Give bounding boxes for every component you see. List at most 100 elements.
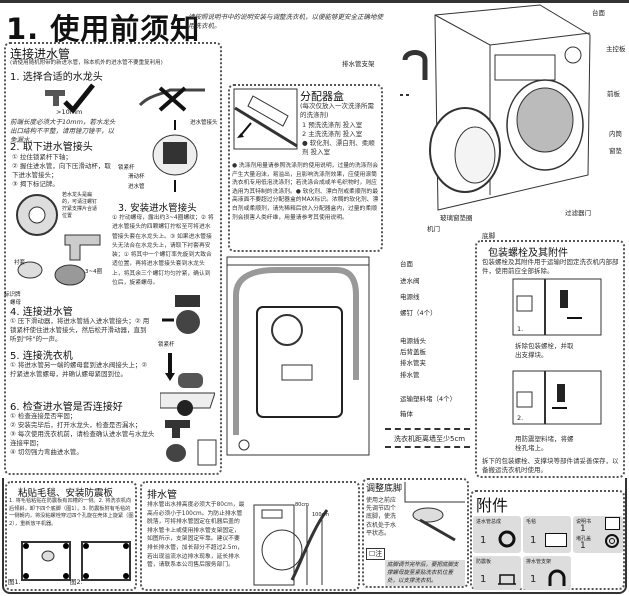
mat-text: 1. 将毛毯粘贴在防震板有凹槽的一侧。2. 将洗衣机向后倾斜，卸下四个底脚（图1… — [9, 498, 134, 527]
accessory-name: 堵孔盖 — [576, 536, 592, 542]
step1-text: 前端长度必须大于10mm，若水龙头出口结构不平整，请用锉刀锉平，以免漏水。 — [10, 118, 116, 144]
step6-heading: 6. 检查进水管是否连接好 — [10, 402, 123, 413]
step4-heading: 4. 连接进水管 — [10, 307, 73, 318]
step6-item: ④ 切勿强力弯曲进水管。 — [10, 448, 83, 456]
label-tag: 标识牌 — [4, 292, 21, 298]
label-drum: 内筒 — [609, 130, 622, 138]
inlet-section — [4, 42, 222, 475]
mat-fig2 — [81, 541, 131, 581]
accessory-name: 排水管支架 — [526, 559, 552, 565]
drain-heading: 排水管 — [147, 490, 177, 501]
dispenser-heading: 分配器盒 — [300, 90, 344, 103]
label-hose: 进水管 — [128, 184, 145, 190]
accessory-qty: 1 — [530, 535, 537, 546]
label-back-cover: 后背盖板 — [400, 348, 426, 356]
bracket-icon — [548, 569, 566, 586]
step6-list: ① 检查连接是否牢固； ② 安装完毕后，打开水龙头，检查是否漏水； ③ 每次使用… — [10, 412, 156, 457]
bolts-footer: 拆下的包装螺栓、支撑块等部件请妥善保存，以备搬运洗衣机时使用。 — [482, 457, 619, 474]
plate-icon — [498, 574, 516, 585]
connector-top-illustration — [16, 194, 58, 236]
inlet-note: (请使用随机附带的新进水管，除本机外的进水管不要重复利用) — [10, 60, 163, 66]
mat-icon — [545, 533, 567, 547]
step6-item: ② 安装完毕后，打开水龙头，检查是否漏水； — [10, 421, 142, 429]
faucet-ok-illustration — [45, 83, 95, 114]
label-gasket: 窗垫 — [609, 147, 622, 155]
label-lock-lever: 锁紧杆 — [118, 165, 135, 171]
label-plug: 电源插头 — [400, 337, 426, 345]
faucet-install-illustration — [17, 234, 101, 286]
label-bushing: 衬套 — [14, 260, 26, 266]
accessory-qty: 1 — [580, 541, 586, 551]
hose-connector-illustration — [152, 120, 198, 192]
step2-note: 若水龙头是扁的，可请注螺钉拧紧支撑片合适位置 — [62, 192, 98, 219]
feet-section — [362, 478, 469, 588]
manual-icon — [605, 517, 620, 530]
label-foot: 底脚 — [482, 232, 495, 240]
step2-item: ③ 揭下标记牌。 — [12, 180, 59, 188]
hose-coil-icon — [498, 530, 516, 548]
feet-note-badge: ☐注 — [366, 548, 386, 560]
accessory-name: 防震板 — [476, 559, 492, 565]
accessory-qty: 1 — [480, 535, 487, 546]
bolt-step2-text: 用防震塑料堵，将螺栓孔堵上。 — [515, 435, 574, 452]
label-top: 台面 — [592, 9, 605, 17]
accessory-qty: 1 — [580, 524, 586, 534]
mat-fig1 — [21, 541, 71, 581]
page-subtitle: 请按照说明书中的说明安装与调整洗衣机，以便能够更安全正确地使用洗衣机。 — [188, 13, 383, 30]
clearance-note: 洗衣机距离墙至少5cm — [394, 435, 466, 443]
label-inlet-valve: 进水阀 — [400, 277, 420, 285]
clearance-box — [385, 428, 470, 448]
label-front-panel: 前板 — [607, 90, 620, 98]
bolt-step2-illustration — [512, 370, 602, 425]
drain-dim-min: 80cm — [295, 502, 309, 508]
dispenser-list: 1 预洗洗涤剂 投入室 2 主洗洗涤剂 投入室 ● 软化剂、漂白剂、柔顺剂 投入… — [302, 121, 380, 157]
accessories-heading: 附件 — [476, 496, 509, 515]
check-illustration — [165, 420, 217, 466]
bolt-step2-number: 2. — [517, 414, 524, 422]
accessory-name: 说明书 — [576, 519, 592, 525]
bottom-frame — [2, 478, 627, 594]
fig2-label: 图2. — [70, 578, 83, 586]
bolts-heading: 包装螺栓及其附件 — [488, 248, 568, 259]
dispenser-item: ● 软化剂、漂白剂、柔顺剂 投入室 — [302, 139, 375, 156]
label-hose-clip: 排水管夹 — [400, 359, 426, 367]
page-title: 1. 使用前须知 — [6, 12, 201, 46]
step5-text: ① 将进水管另一端的螺母套到进水阀接头上；② 拧紧进水管螺母，并确认螺母紧固到位… — [10, 361, 148, 378]
washer-back-illustration — [226, 256, 370, 456]
dispenser-text: ● 洗涤剂用量请参照洗涤剂的使用说明，过量的洗涤剂会产生大量泡沫，易溢出，且影响… — [232, 163, 379, 221]
fig1-label: 图1. — [8, 578, 21, 586]
label-lock-lever-2: 锁紧杆 — [158, 342, 175, 348]
step6-item: ① 检查连接是否牢固； — [10, 412, 77, 420]
cap-icon — [605, 534, 619, 548]
label-screws: 螺钉（4个） — [400, 309, 437, 317]
mat-heading: 粘贴毛毯、安装防震板 — [18, 488, 114, 499]
step2-item: ① 拉住锁紧杆下轴； — [12, 153, 72, 161]
label-nut: 螺母 — [10, 300, 22, 306]
mat-section — [5, 481, 137, 591]
dispenser-illustration — [233, 88, 298, 150]
inlet-heading: 连接进水管 — [10, 47, 71, 61]
foot-illustration — [404, 482, 465, 542]
step5-heading: 5. 连接洗衣机 — [10, 351, 73, 362]
dispenser-section — [228, 84, 383, 252]
step2-item: ② 握住进水管，向下压滑动杯，取下进水管接头； — [12, 162, 111, 179]
label-slider: 滑动杯 — [128, 174, 145, 180]
accessory-qty: 1 — [530, 574, 537, 585]
label-power-cord: 电源线 — [400, 293, 420, 301]
bolt-step1-illustration — [512, 278, 602, 336]
label-glass-ring: 玻璃窗垫圈 — [440, 214, 473, 222]
bolt-step1-number: 1. — [517, 325, 524, 333]
faucet-bad-illustration — [138, 86, 205, 112]
accessory-qty: 1 — [480, 574, 487, 585]
label-plugs: 运输塑料堵（4个） — [400, 395, 457, 403]
feet-note: 底脚调节完毕后，要把底脚支撑螺母旋至紧贴洗衣机位置处，以支撑洗衣机。 — [385, 560, 465, 586]
drain-section — [140, 481, 360, 591]
dispenser-item: 1 预洗洗涤剂 投入室 — [302, 121, 363, 129]
label-turns: 3~4圈 — [85, 269, 103, 275]
dim-label: >10mm — [56, 108, 83, 116]
feet-heading: 调整底脚 — [366, 484, 403, 494]
drain-illustration — [253, 504, 329, 586]
connect-machine-illustration — [160, 353, 215, 416]
bolt-step1-text: 拆除包装螺栓，并取出支撑块。 — [515, 342, 574, 359]
dispenser-item: 2 主洗洗涤剂 投入室 — [302, 130, 363, 138]
